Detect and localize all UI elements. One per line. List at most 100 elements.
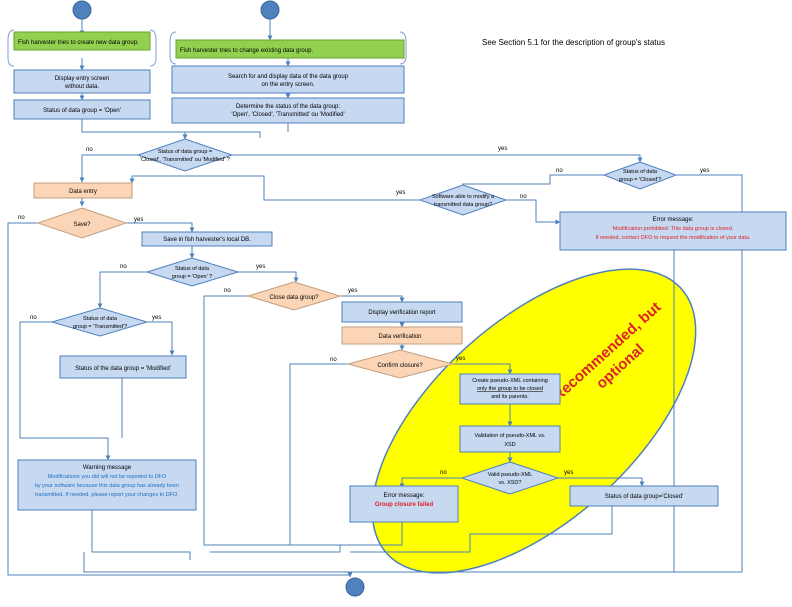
label-no: no: [18, 215, 25, 221]
determine-status-box: Determine the status of the data group: …: [171, 97, 405, 124]
label-no: no: [440, 470, 447, 476]
label-no: no: [224, 288, 231, 294]
decision-text: Confirm closure?: [377, 363, 423, 369]
create-xml-text: Create pseudo-XML containing: [472, 378, 548, 384]
decision-text: Status of data group =: [158, 149, 212, 155]
error-closure-box: Error message: Group closure failed: [349, 485, 459, 523]
connector: [203, 295, 340, 546]
connector: [210, 522, 403, 553]
decision-text: Valid pseudo-XML: [488, 472, 533, 478]
connector: [350, 506, 613, 553]
display-report-box: Display verification report: [341, 301, 463, 323]
label-no: no: [556, 168, 563, 174]
connector: [462, 174, 604, 185]
create-xml-box: Create pseudo-XML containing only the gr…: [459, 373, 561, 405]
display-entry-box: Display entry screen without data.: [13, 69, 151, 94]
label-no: no: [520, 194, 527, 200]
label-yes: yes: [152, 315, 161, 321]
connectors: [7, 18, 743, 578]
save-local-box: Save in fish harvester's local DB.: [141, 231, 273, 247]
warning-text: transmitted. If needed, please report yo…: [35, 492, 179, 498]
label-yes: yes: [564, 470, 573, 476]
error-prohibited-box: Error message: Modification prohibited: …: [559, 211, 787, 251]
data-verification-box: Data verification: [341, 326, 463, 345]
decision-text: group = 'Open' ?: [172, 274, 212, 280]
decision-close-group: Close data group?: [246, 281, 342, 311]
start-circle-change: [260, 0, 280, 20]
decision-text: 'Closed', 'Transmitted' ou 'Modified' ?: [140, 157, 230, 163]
label-no: no: [86, 147, 93, 153]
create-xml-text: and its parents.: [491, 394, 529, 400]
error-closure-title: Error message:: [383, 493, 424, 499]
determine-status-text: 'Open', 'Closed', 'Transmitted' ou 'Modi…: [231, 112, 344, 118]
label-no: no: [120, 264, 127, 270]
data-verification-text: Data verification: [378, 334, 421, 340]
decision-open: Status of data group = 'Open' ?: [145, 257, 240, 287]
connector: [147, 321, 175, 356]
error-prohibited-text: Modification prohibited: This data group…: [613, 226, 734, 232]
end-circle: [345, 577, 365, 597]
decision-text: Close data group?: [269, 295, 319, 301]
connector: [453, 363, 513, 375]
error-prohibited-title: Error message:: [652, 217, 693, 223]
status-open-text: Status of data group = 'Open': [43, 108, 121, 114]
decision-confirm: Confirm closure?: [346, 349, 455, 379]
warning-text: Modifications you did will not be report…: [48, 474, 167, 480]
validation-text: XSD: [504, 442, 515, 448]
search-display-text: Search for and display data of the data …: [228, 74, 349, 80]
decision-transmitted: Status of data group = 'Transmitted'?: [50, 307, 149, 337]
display-entry-text: Display entry screen: [55, 76, 109, 82]
decision-text: Software able to modify a: [432, 194, 495, 200]
display-report-text: Display verification report: [368, 310, 436, 316]
validation-box: Validation of pseudo-XML vs. XSD: [459, 425, 561, 453]
warning-message-box: Warning message Modifications you did wi…: [17, 459, 197, 511]
error-closure-text: Group closure failed: [375, 502, 434, 508]
status-open-box: Status of data group = 'Open': [13, 99, 151, 120]
connector: [340, 295, 405, 303]
start-create-box: Fish harvester tries to create new data …: [13, 31, 151, 51]
start-change-box: Fish harvester tries to change existing …: [175, 39, 405, 59]
decision-save: Save?: [36, 207, 128, 239]
label-no: no: [330, 357, 337, 363]
connector: [7, 222, 350, 576]
data-entry-box: Data entry: [33, 182, 133, 199]
connector: [506, 199, 561, 225]
start-create-text: Fish harvester tries to create new data …: [18, 40, 139, 46]
label-no: no: [30, 315, 37, 321]
display-entry-text: without data.: [64, 84, 99, 90]
connector: [238, 271, 299, 283]
decision-text: group = 'Closed'?: [619, 177, 662, 183]
start-circle-create: [72, 0, 92, 20]
connector: [232, 154, 643, 163]
create-xml-text: only the group to be closed: [477, 386, 543, 392]
label-yes: yes: [256, 264, 265, 270]
connector: [79, 154, 138, 183]
connector: [91, 510, 191, 560]
status-modified-box: Status of the data group = 'Modified': [59, 355, 187, 379]
label-yes: yes: [134, 217, 143, 223]
error-prohibited-text: If needed, contact DFO to request the mo…: [595, 235, 750, 241]
decision-text: Status of data: [83, 316, 118, 322]
validation-text: Validation of pseudo-XML vs.: [475, 433, 546, 439]
connector: [676, 174, 743, 572]
connector: [289, 363, 348, 545]
status-modified-text: Status of the data group = 'Modified': [75, 366, 171, 372]
connector: [19, 321, 111, 461]
label-yes: yes: [700, 168, 709, 174]
decision-text: vs. XSD?: [499, 480, 522, 486]
decision-status-ctm: Status of data group = 'Closed', 'Transm…: [136, 138, 234, 172]
start-change-text: Fish harvester tries to change existing …: [180, 48, 313, 54]
connector: [126, 222, 195, 233]
search-display-text: on the entry screen.: [261, 82, 314, 88]
connector: [399, 477, 462, 489]
decision-text: Status of data: [175, 266, 210, 272]
warning-text: by your software because this data group…: [35, 483, 179, 489]
decision-text: transmitted data group?: [434, 202, 492, 208]
connector: [129, 175, 420, 201]
decision-software: Software able to modify a transmitted da…: [418, 184, 508, 216]
status-closed-text: Status of data group='Closed': [605, 494, 684, 500]
optional-region-ellipse: [371, 268, 697, 574]
decision-text: group = 'Transmitted'?: [73, 324, 127, 330]
